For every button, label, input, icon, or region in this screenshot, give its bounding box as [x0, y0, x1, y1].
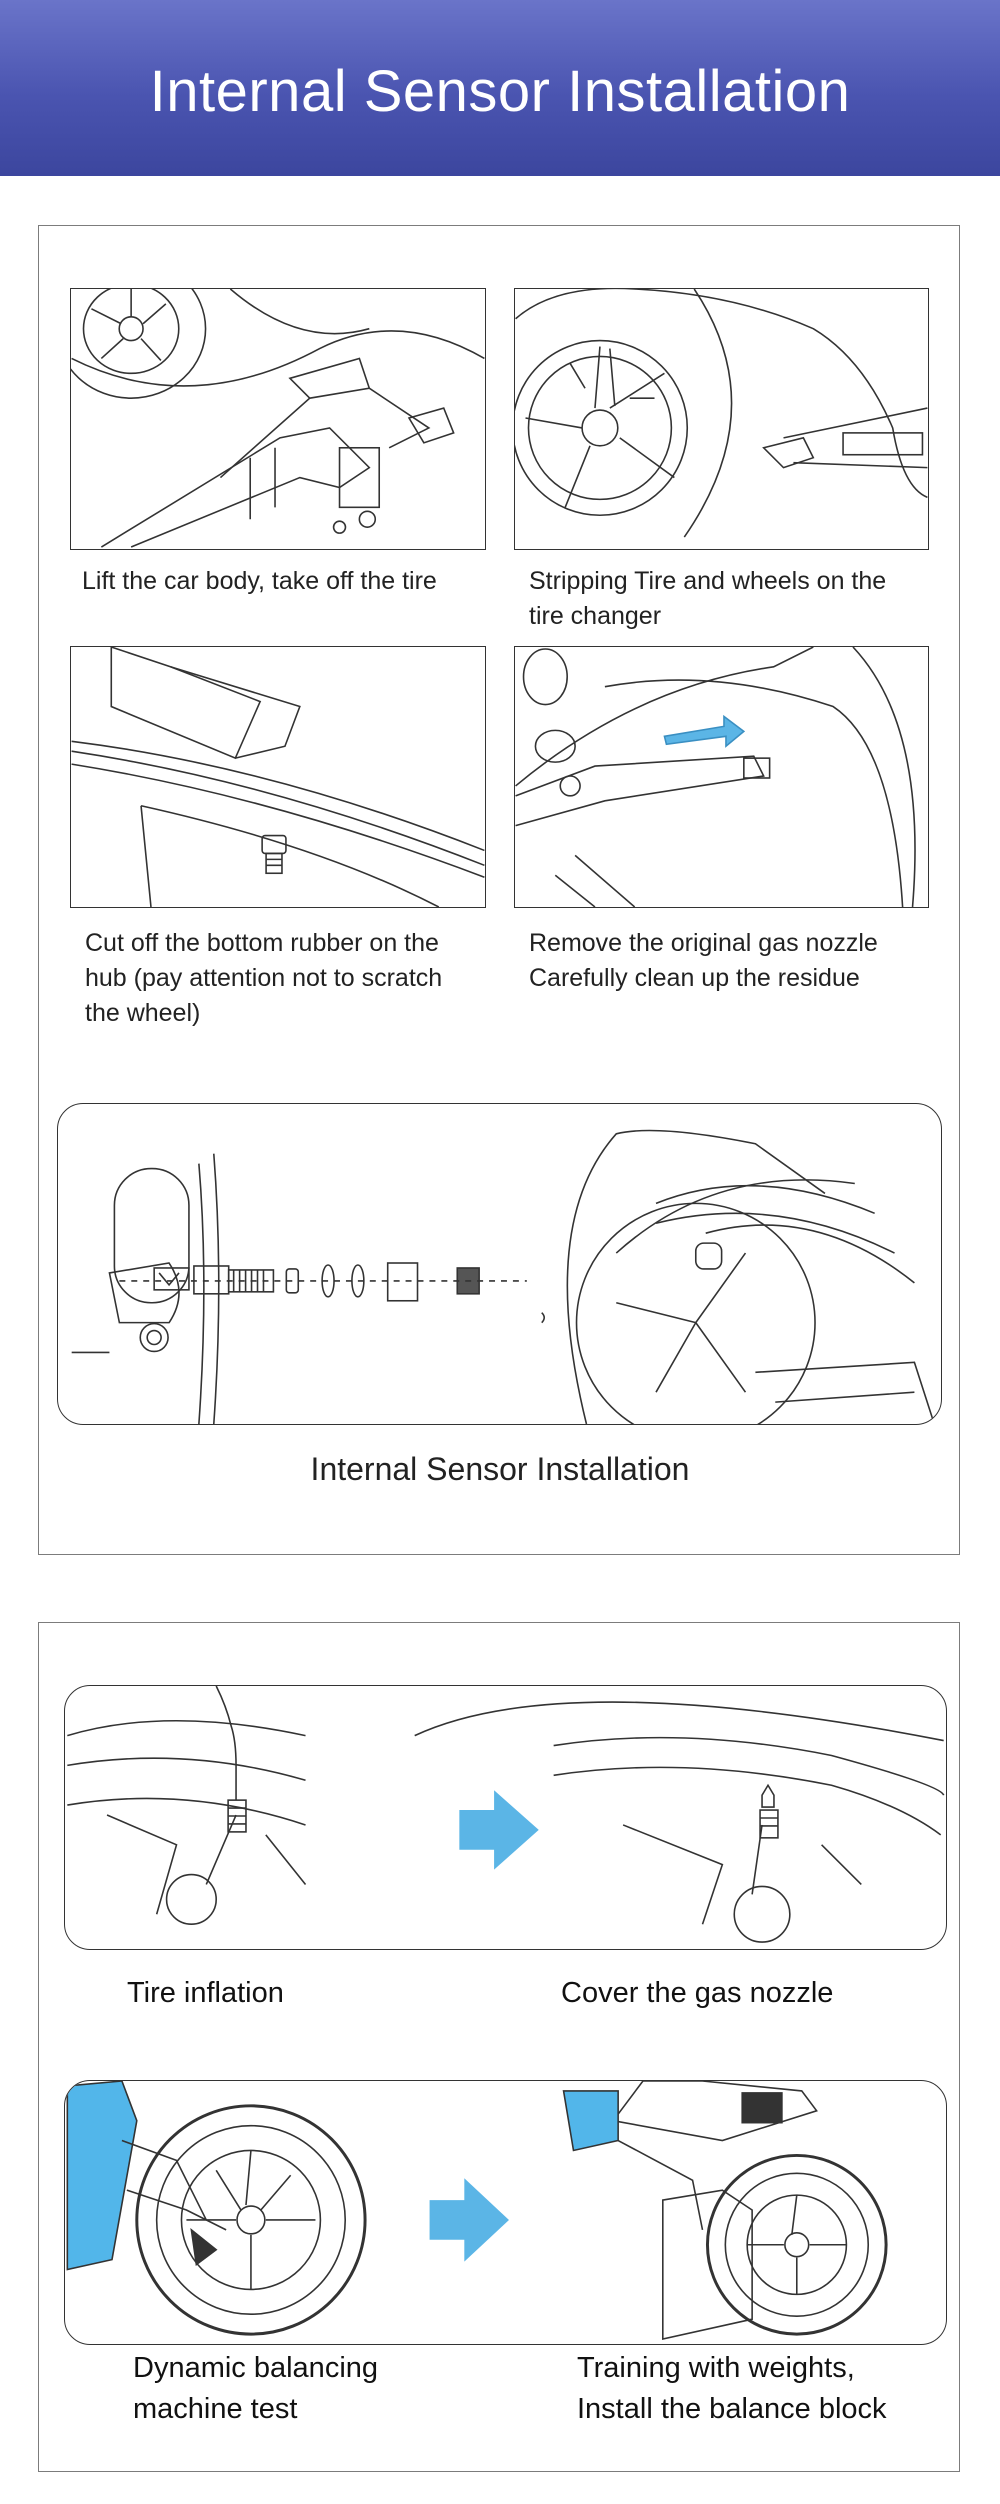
cut-rubber-illustration	[70, 646, 486, 908]
page-header: Internal Sensor Installation	[0, 0, 1000, 176]
inflation-balancing-panel: Tire inflation Cover the gas nozzle	[38, 1622, 960, 2472]
inflation-row-illustration	[64, 1685, 947, 1950]
sensor-assembly-diagram	[57, 1103, 942, 1425]
step-caption: Cut off the bottom rubber on the hub (pa…	[85, 929, 443, 1027]
tire-changer-illustration	[514, 288, 929, 550]
balancing-test-caption: Dynamic balancing machine test	[133, 2352, 379, 2425]
balancing-row-illustration	[64, 2080, 947, 2345]
page-title: Internal Sensor Installation	[149, 59, 851, 124]
car-jack-illustration	[70, 288, 486, 550]
sensor-caption: Internal Sensor Installation	[310, 1451, 690, 1487]
inflation-caption: Tire inflation	[127, 1977, 284, 2009]
remove-nozzle-illustration	[514, 646, 929, 908]
step-caption: Remove the original gas nozzle Carefully…	[529, 929, 878, 992]
balance-block-caption: Training with weights, Install the balan…	[577, 2352, 887, 2425]
step-caption: Stripping Tire and wheels on the tire ch…	[529, 567, 887, 630]
installation-steps-panel: Lift the car body, take off the tire Str…	[38, 225, 960, 1555]
step-caption: Lift the car body, take off the tire	[82, 567, 437, 595]
cover-nozzle-caption: Cover the gas nozzle	[561, 1977, 834, 2009]
